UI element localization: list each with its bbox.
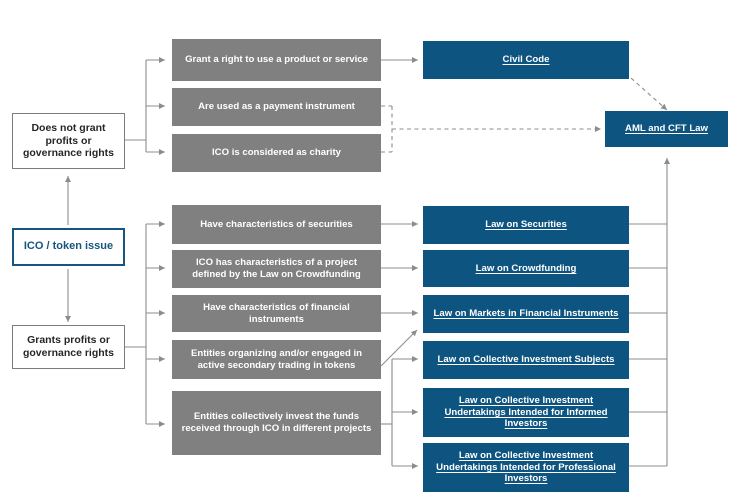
law-markets-in-financial-instruments[interactable]: Law on Markets in Financial Instruments: [423, 295, 629, 333]
decision-does-not-grant-rights[interactable]: Does not grant profits or governance rig…: [12, 113, 125, 169]
criteria-securities-label: Have characteristics of securities: [200, 218, 353, 230]
criteria-payment-instrument-label: Are used as a payment instrument: [198, 101, 355, 113]
criteria-collective-invest-label: Entities collectively invest the funds r…: [181, 411, 372, 434]
wire-secondary-trading-to-markets-law: [380, 329, 418, 367]
law-securities[interactable]: Law on Securities: [423, 206, 629, 244]
law-crowdfunding[interactable]: Law on Crowdfunding: [423, 250, 629, 287]
wire-civil-code-to-aml: [630, 77, 668, 111]
criteria-charity-label: ICO is considered as charity: [211, 147, 342, 159]
law-collective-investment-professional-investors[interactable]: Law on Collective Investment Undertaking…: [423, 443, 629, 492]
law-collective-investment-subjects[interactable]: Law on Collective Investment Subjects: [423, 341, 629, 379]
criteria-crowdfunding[interactable]: ICO has characteristics of a project def…: [172, 250, 381, 288]
decision-grants-rights[interactable]: Grants profits or governance rights: [12, 325, 125, 369]
law-civil-code-label: Civil Code: [502, 54, 550, 66]
criteria-financial-instruments-label: Have characteristics of financial instru…: [203, 301, 350, 325]
law-collective-investment-professional-investors-label: Law on Collective Investment Undertaking…: [436, 449, 616, 485]
criteria-collective-invest[interactable]: Entities collectively invest the funds r…: [172, 391, 381, 455]
law-aml-cft-label: AML and CFT Law: [625, 123, 708, 135]
start-ico-token-issue[interactable]: ICO / token issue: [12, 228, 125, 266]
law-civil-code[interactable]: Civil Code: [423, 41, 629, 79]
criteria-product-or-service[interactable]: Grant a right to use a product or servic…: [172, 39, 381, 81]
law-collective-investment-subjects-label: Law on Collective Investment Subjects: [437, 354, 615, 366]
decision-grants-rights-label: Grants profits or governance rights: [22, 334, 115, 359]
criteria-payment-instrument[interactable]: Are used as a payment instrument: [172, 88, 381, 126]
law-markets-in-financial-instruments-label: Law on Markets in Financial Instruments: [433, 308, 619, 320]
criteria-financial-instruments[interactable]: Have characteristics of financial instru…: [172, 295, 381, 332]
law-collective-investment-informed-investors-label: Law on Collective Investment Undertaking…: [444, 394, 608, 430]
criteria-secondary-trading[interactable]: Entities organizing and/or engaged in ac…: [172, 340, 381, 379]
decision-does-not-grant-rights-label: Does not grant profits or governance rig…: [22, 121, 115, 160]
criteria-charity[interactable]: ICO is considered as charity: [172, 134, 381, 172]
criteria-securities[interactable]: Have characteristics of securities: [172, 205, 381, 244]
criteria-secondary-trading-label: Entities organizing and/or engaged in ac…: [190, 347, 363, 371]
law-collective-investment-informed-investors[interactable]: Law on Collective Investment Undertaking…: [423, 388, 629, 437]
criteria-crowdfunding-label: ICO has characteristics of a project def…: [192, 257, 361, 280]
start-ico-token-issue-label: ICO / token issue: [23, 240, 114, 253]
law-aml-cft[interactable]: AML and CFT Law: [605, 111, 728, 147]
law-crowdfunding-label: Law on Crowdfunding: [475, 262, 577, 274]
criteria-product-or-service-label: Grant a right to use a product or servic…: [185, 54, 368, 66]
law-securities-label: Law on Securities: [485, 219, 567, 231]
